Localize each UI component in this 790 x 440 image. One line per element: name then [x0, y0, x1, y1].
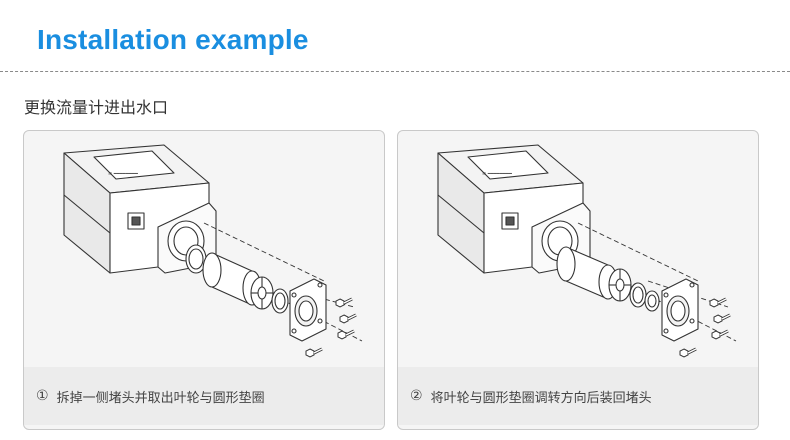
end-plug: [289, 278, 327, 342]
round-gasket: [271, 288, 289, 314]
step-text-1: 拆掉一侧堵头并取出叶轮与圆形垫圈: [56, 390, 265, 406]
o-ring: [185, 244, 207, 274]
round-gasket-2: [629, 282, 647, 308]
flowmeter-disassembly-illustration: ≋ ━━━━━━━━: [63, 144, 363, 359]
screw-6: [712, 313, 732, 325]
flowmeter-reassembly-illustration: ≋ ━━━━━━━━: [437, 144, 737, 359]
end-plug-2: [661, 278, 699, 342]
screw-5: [708, 297, 728, 309]
screw-3: [304, 347, 324, 359]
page-title: Installation example: [37, 24, 309, 55]
dashed-divider: [0, 71, 790, 72]
screw-7: [678, 347, 698, 359]
brand-mark: ≋ ━━━━━━━━: [108, 171, 139, 177]
brand-mark-2: ≋ ━━━━━━━━: [482, 171, 513, 177]
impeller: [250, 276, 274, 310]
impeller-2: [608, 268, 632, 302]
step-caption-2: ② 将叶轮与圆形垫圈调转方向后装回堵头: [398, 367, 758, 425]
step-text-2: 将叶轮与圆形垫圈调转方向后装回堵头: [430, 390, 652, 406]
screw-2: [338, 313, 358, 325]
o-ring-2: [644, 290, 660, 312]
step-panel-2: ≋ ━━━━━━━━: [397, 130, 759, 430]
screw-4: [336, 329, 356, 341]
step-caption-1: ① 拆掉一侧堵头并取出叶轮与圆形垫圈: [24, 367, 384, 425]
section-subtitle: 更换流量计进出水口: [24, 98, 169, 117]
screw-8: [710, 329, 730, 341]
step-number-2: ②: [410, 388, 423, 404]
step-number-1: ①: [36, 388, 49, 404]
page-header: Installation example: [0, 0, 790, 80]
step-panel-1: ≋ ━━━━━━━━: [23, 130, 385, 430]
